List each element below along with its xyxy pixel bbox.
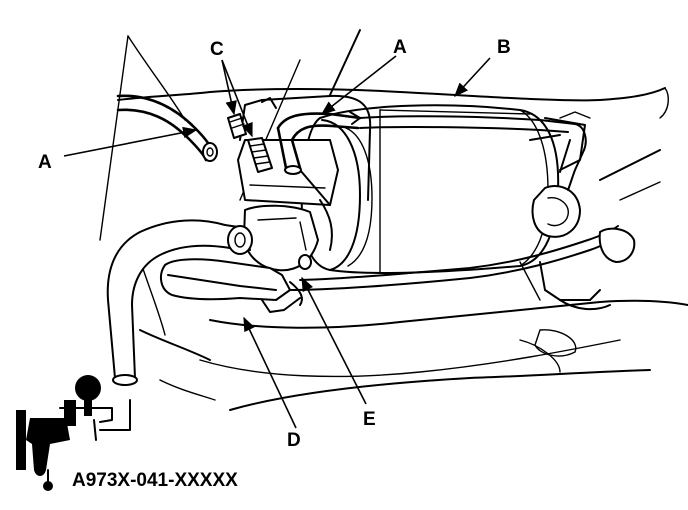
label-d: D — [287, 430, 301, 451]
vent-pipe-left — [116, 94, 218, 162]
label-a-top: A — [393, 37, 407, 58]
vacuum-pump-tool — [16, 375, 113, 491]
label-e: E — [363, 409, 376, 430]
label-a-left: A — [38, 152, 52, 173]
label-b: B — [497, 37, 511, 58]
lower-bracket — [243, 199, 333, 313]
label-c: C — [210, 39, 224, 60]
leader-lines — [63, 55, 491, 429]
hose-right — [289, 225, 636, 311]
vehicle-body-outline — [99, 29, 688, 431]
vent-tube-top — [276, 111, 591, 191]
charcoal-canister — [300, 104, 560, 274]
figure-code: A973X-041-XXXXX — [72, 470, 238, 491]
purge-hose-d — [106, 219, 291, 386]
